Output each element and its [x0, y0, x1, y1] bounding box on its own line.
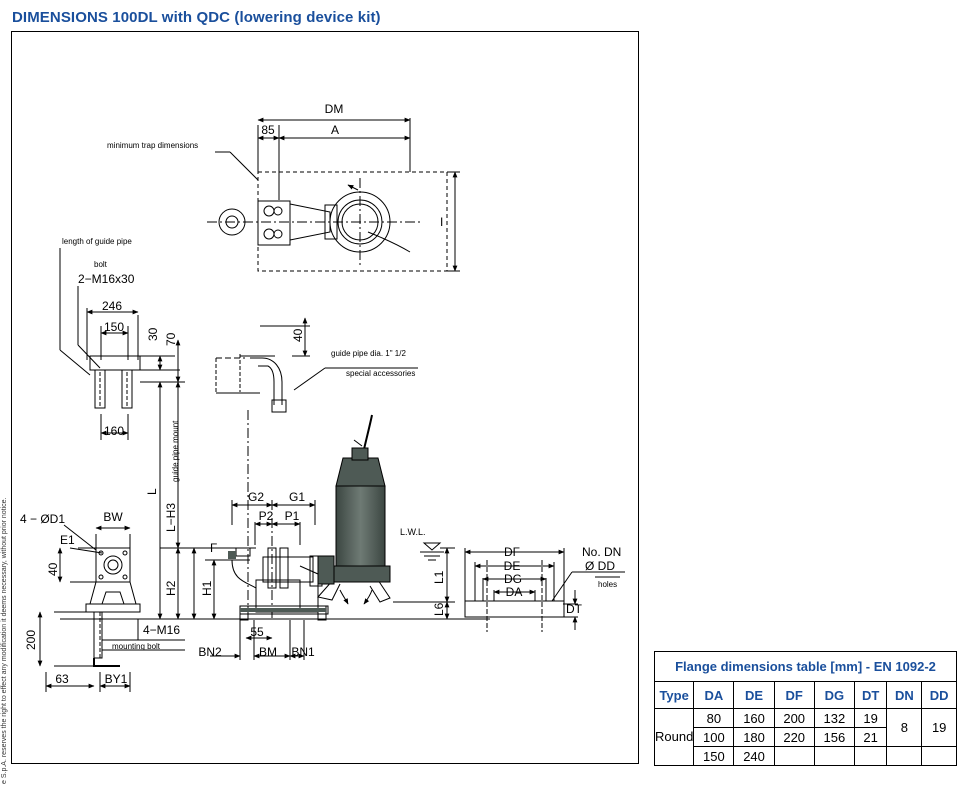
- cell-type: Round: [655, 708, 695, 766]
- label-min-trap: minimum trap dimensions: [107, 141, 198, 150]
- cell-dn: 8: [886, 708, 923, 747]
- label-246: 246: [102, 299, 122, 313]
- label-p1: P1: [285, 509, 300, 523]
- label-bn1: BN1: [291, 645, 315, 659]
- label-h2: H2: [164, 580, 178, 596]
- label-de: DE: [504, 559, 521, 573]
- label-holes: holes: [598, 580, 617, 589]
- label-guide-pipe-dia: guide pipe dia. 1" 1/2: [331, 349, 406, 358]
- drawing-frame: [11, 31, 639, 764]
- label-85: 85: [261, 123, 275, 137]
- label-150: 150: [104, 320, 124, 334]
- table-row: 150 240: [655, 746, 956, 765]
- cell: 21: [853, 727, 887, 747]
- cell: [813, 746, 855, 765]
- label-df: DF: [504, 545, 520, 559]
- cell: 19: [853, 708, 888, 728]
- cell: 240: [733, 746, 775, 765]
- cell: 220: [773, 727, 815, 747]
- label-g2: G2: [248, 490, 264, 504]
- header-dd: DD: [921, 682, 956, 709]
- label-bn2: BN2: [198, 645, 222, 659]
- header-dn: DN: [886, 682, 923, 709]
- cell: 200: [773, 708, 815, 728]
- label-mounting-bolt: mounting bolt: [112, 642, 161, 651]
- label-o-dd: Ø DD: [585, 559, 615, 573]
- pump-body: [228, 447, 391, 612]
- label-30: 30: [146, 327, 160, 341]
- header-de: DE: [733, 682, 775, 709]
- label-l6: L6: [432, 602, 446, 616]
- label-m16x30: 2−M16x30: [78, 272, 135, 286]
- cell-dd: 19: [921, 708, 956, 747]
- cell: [853, 746, 888, 765]
- label-l-h3: L−H3: [164, 503, 178, 532]
- cell: 150: [693, 746, 735, 765]
- label-i: I: [440, 215, 443, 229]
- header-dg: DG: [813, 682, 855, 709]
- label-special-accessories: special accessories: [346, 369, 415, 378]
- label-l: L: [145, 488, 159, 495]
- label-bw: BW: [103, 510, 123, 524]
- flange-table-title: Flange dimensions table [mm] - EN 1092-2: [655, 652, 956, 682]
- label-40-top: 40: [291, 328, 305, 342]
- label-55: 55: [250, 625, 264, 639]
- label-63: 63: [55, 672, 69, 686]
- cell: 132: [813, 708, 855, 728]
- label-200: 200: [24, 630, 38, 650]
- label-od1: 4 − ØD1: [20, 512, 65, 526]
- label-40-base: 40: [46, 562, 60, 576]
- label-f: F: [210, 541, 217, 555]
- cell: [921, 746, 956, 765]
- label-a: A: [331, 123, 339, 137]
- label-da: DA: [506, 585, 523, 599]
- page-title: DIMENSIONS 100DL with QDC (lowering devi…: [12, 9, 381, 26]
- flange-table: Type DA DE DF DG DT DN DD Round 80 160 2…: [655, 682, 956, 766]
- label-70: 70: [164, 332, 178, 346]
- label-dt: DT: [566, 602, 583, 616]
- header-dt: DT: [853, 682, 888, 709]
- header-type: Type: [655, 682, 695, 709]
- cell: 80: [693, 708, 735, 728]
- cell: [886, 746, 923, 765]
- table-row: Round 80 160 200 132 19 8 19: [655, 708, 956, 766]
- cell: 160: [733, 708, 775, 728]
- label-4-m16: 4−M16: [143, 623, 180, 637]
- table-row: 100 180 220 156 21: [655, 727, 956, 747]
- cell: 156: [813, 727, 855, 747]
- label-bm: BM: [259, 645, 277, 659]
- label-h1: H1: [200, 580, 214, 596]
- label-dg: DG: [504, 572, 522, 586]
- label-bolt: bolt: [94, 260, 108, 269]
- label-g1: G1: [289, 490, 305, 504]
- label-no-dn: No. DN: [582, 545, 621, 559]
- label-guide-pipe-mount: guide pipe mount: [171, 420, 180, 482]
- label-length-guide: length of guide pipe: [62, 237, 132, 246]
- label-dm: DM: [325, 102, 344, 116]
- header-df: DF: [773, 682, 815, 709]
- cell: [773, 746, 815, 765]
- label-p2: P2: [259, 509, 274, 523]
- header-da: DA: [693, 682, 735, 709]
- label-by1: BY1: [105, 672, 128, 686]
- label-lwl: L.W.L.: [400, 527, 426, 537]
- cell: 180: [733, 727, 775, 747]
- flange-header-row: Type DA DE DF DG DT DN DD: [655, 682, 956, 709]
- label-160: 160: [104, 424, 124, 438]
- cell: 100: [693, 727, 735, 747]
- label-e1: E1: [60, 533, 75, 547]
- flange-table-panel: Flange dimensions table [mm] - EN 1092-2…: [654, 651, 957, 766]
- label-l1: L1: [432, 570, 446, 584]
